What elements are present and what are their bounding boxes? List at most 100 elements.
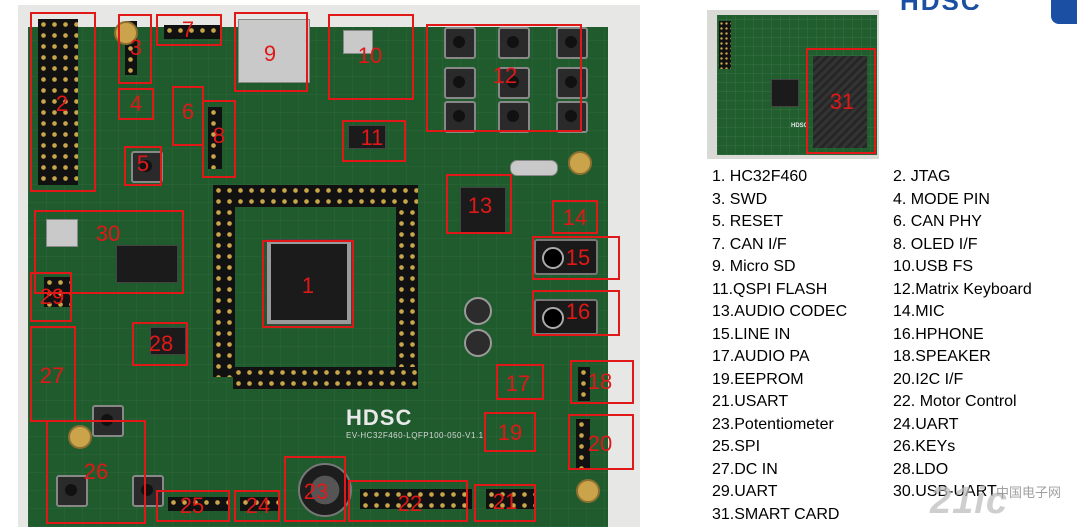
- callout-box-27: [30, 326, 76, 422]
- callout-label-5: 5: [136, 151, 150, 176]
- standoff: [68, 425, 92, 449]
- legend-item: 27.DC IN: [712, 461, 778, 478]
- legend-item: 19.EEPROM: [712, 371, 804, 388]
- callout-box-29: [30, 272, 72, 322]
- callout-label-7: 7: [181, 17, 195, 42]
- callout-box-5: [124, 146, 162, 186]
- uart2-header: [240, 497, 280, 511]
- legend-item: 15.LINE IN: [712, 326, 791, 343]
- qspi-flash-chip: [348, 125, 386, 149]
- callout-box-24: [234, 490, 280, 522]
- pcb-board: HDSC EV-HC32F460-LQFP100-050-V1.1: [28, 19, 608, 527]
- ldo-chip: [150, 327, 186, 355]
- legend-item: 28.LDO: [893, 461, 949, 478]
- callout-box-18: [570, 360, 634, 404]
- board-silkscreen-logo: HDSC: [346, 405, 413, 430]
- legend-item: 21.USART: [712, 393, 789, 410]
- legend-item: 8. OLED I/F: [893, 236, 978, 253]
- legend-item: 23.Potentiometer: [712, 416, 834, 433]
- callout-box-12: [426, 24, 582, 132]
- legend-item: 20.I2C I/F: [893, 371, 964, 388]
- potentiometer-knob: [298, 463, 352, 517]
- thumbnail-header: [719, 21, 731, 69]
- callout-label-30: 30: [95, 221, 121, 246]
- electrolytic-capacitor: [464, 329, 492, 357]
- legend-item: 3. SWD: [712, 191, 768, 208]
- legend-item: 6. CAN PHY: [893, 213, 982, 230]
- usb-fs-connector: [343, 30, 373, 54]
- spi-header: [168, 497, 228, 511]
- i2c-header: [576, 419, 590, 469]
- callout-label-27: 27: [39, 363, 65, 388]
- callout-box-23: [284, 456, 346, 522]
- callout-label-4: 4: [129, 91, 143, 116]
- company-logo: HDSC: [900, 0, 1060, 10]
- electrolytic-capacitor: [464, 297, 492, 325]
- usart-header: [486, 489, 534, 509]
- callout-box-9: [234, 12, 308, 92]
- key-switch: [556, 67, 588, 99]
- can-header: [164, 25, 222, 39]
- legend-item: 29.UART: [712, 483, 778, 500]
- callout-box-31: [806, 48, 876, 154]
- legend-item: 13.AUDIO CODEC: [712, 303, 848, 320]
- callout-label-13: 13: [467, 193, 493, 218]
- standoff: [576, 479, 600, 503]
- legend-item: 24.UART: [893, 416, 959, 433]
- legend-item: 4. MODE PIN: [893, 191, 990, 208]
- callout-box-19: [484, 412, 536, 452]
- key-switch: [498, 101, 530, 133]
- callout-box-21: [474, 484, 536, 522]
- legend-item: 14.MIC: [893, 303, 945, 320]
- legend-item: 26.KEYs: [893, 438, 956, 455]
- legend-item: 7. CAN I/F: [712, 236, 787, 253]
- callout-box-8: [202, 100, 236, 178]
- oled-header: [208, 107, 222, 169]
- callout-box-20: [568, 414, 634, 470]
- key-switch: [556, 27, 588, 59]
- watermark-small-text: 中国电子网: [996, 485, 1062, 500]
- mcu-header-top: [213, 185, 418, 207]
- legend-item: 17.AUDIO PA: [712, 348, 810, 365]
- legend-item: 25.SPI: [712, 438, 761, 455]
- reset-switch: [131, 151, 163, 183]
- callout-label-2: 2: [55, 91, 69, 116]
- callout-label-18: 18: [587, 369, 613, 394]
- legend-item: 2. JTAG: [893, 168, 951, 185]
- callout-box-17: [496, 364, 544, 400]
- legend-item: 9. Micro SD: [712, 258, 796, 275]
- callout-label-12: 12: [492, 63, 518, 88]
- callout-label-21: 21: [492, 489, 518, 514]
- callout-label-31: 31: [829, 89, 855, 114]
- microsd-slot: [238, 19, 310, 83]
- motor-header: [360, 489, 472, 509]
- watermark-large-text: 21ic: [930, 480, 1008, 522]
- key-switch: [498, 67, 530, 99]
- callout-label-20: 20: [587, 431, 613, 456]
- company-logo-text: HDSC: [900, 0, 982, 10]
- mcu-header-left: [213, 207, 235, 377]
- callout-label-28: 28: [148, 331, 174, 356]
- callout-label-9: 9: [263, 41, 277, 66]
- legend-item: 16.HPHONE: [893, 326, 984, 343]
- callout-label-17: 17: [505, 371, 531, 396]
- mcu-header-bottom: [233, 367, 418, 389]
- key-switch: [444, 67, 476, 99]
- callout-box-26: [46, 420, 146, 524]
- user-key: [56, 475, 88, 507]
- usb-uart-chip: [116, 245, 178, 283]
- usb-uart-connector: [46, 219, 78, 247]
- callout-label-16: 16: [565, 299, 591, 324]
- line-in-jack: [534, 239, 598, 275]
- callout-label-10: 10: [357, 43, 383, 68]
- callout-box-1: [262, 240, 354, 328]
- logo-mark-icon: [1051, 0, 1077, 24]
- callout-label-29: 29: [39, 284, 65, 309]
- callout-box-30: [34, 210, 184, 294]
- callout-label-14: 14: [562, 205, 588, 230]
- legend-item: 18.SPEAKER: [893, 348, 991, 365]
- callout-label-3: 3: [129, 35, 143, 60]
- legend-item: 10.USB FS: [893, 258, 974, 275]
- callout-label-25: 25: [179, 493, 205, 518]
- callout-box-10: [328, 14, 414, 100]
